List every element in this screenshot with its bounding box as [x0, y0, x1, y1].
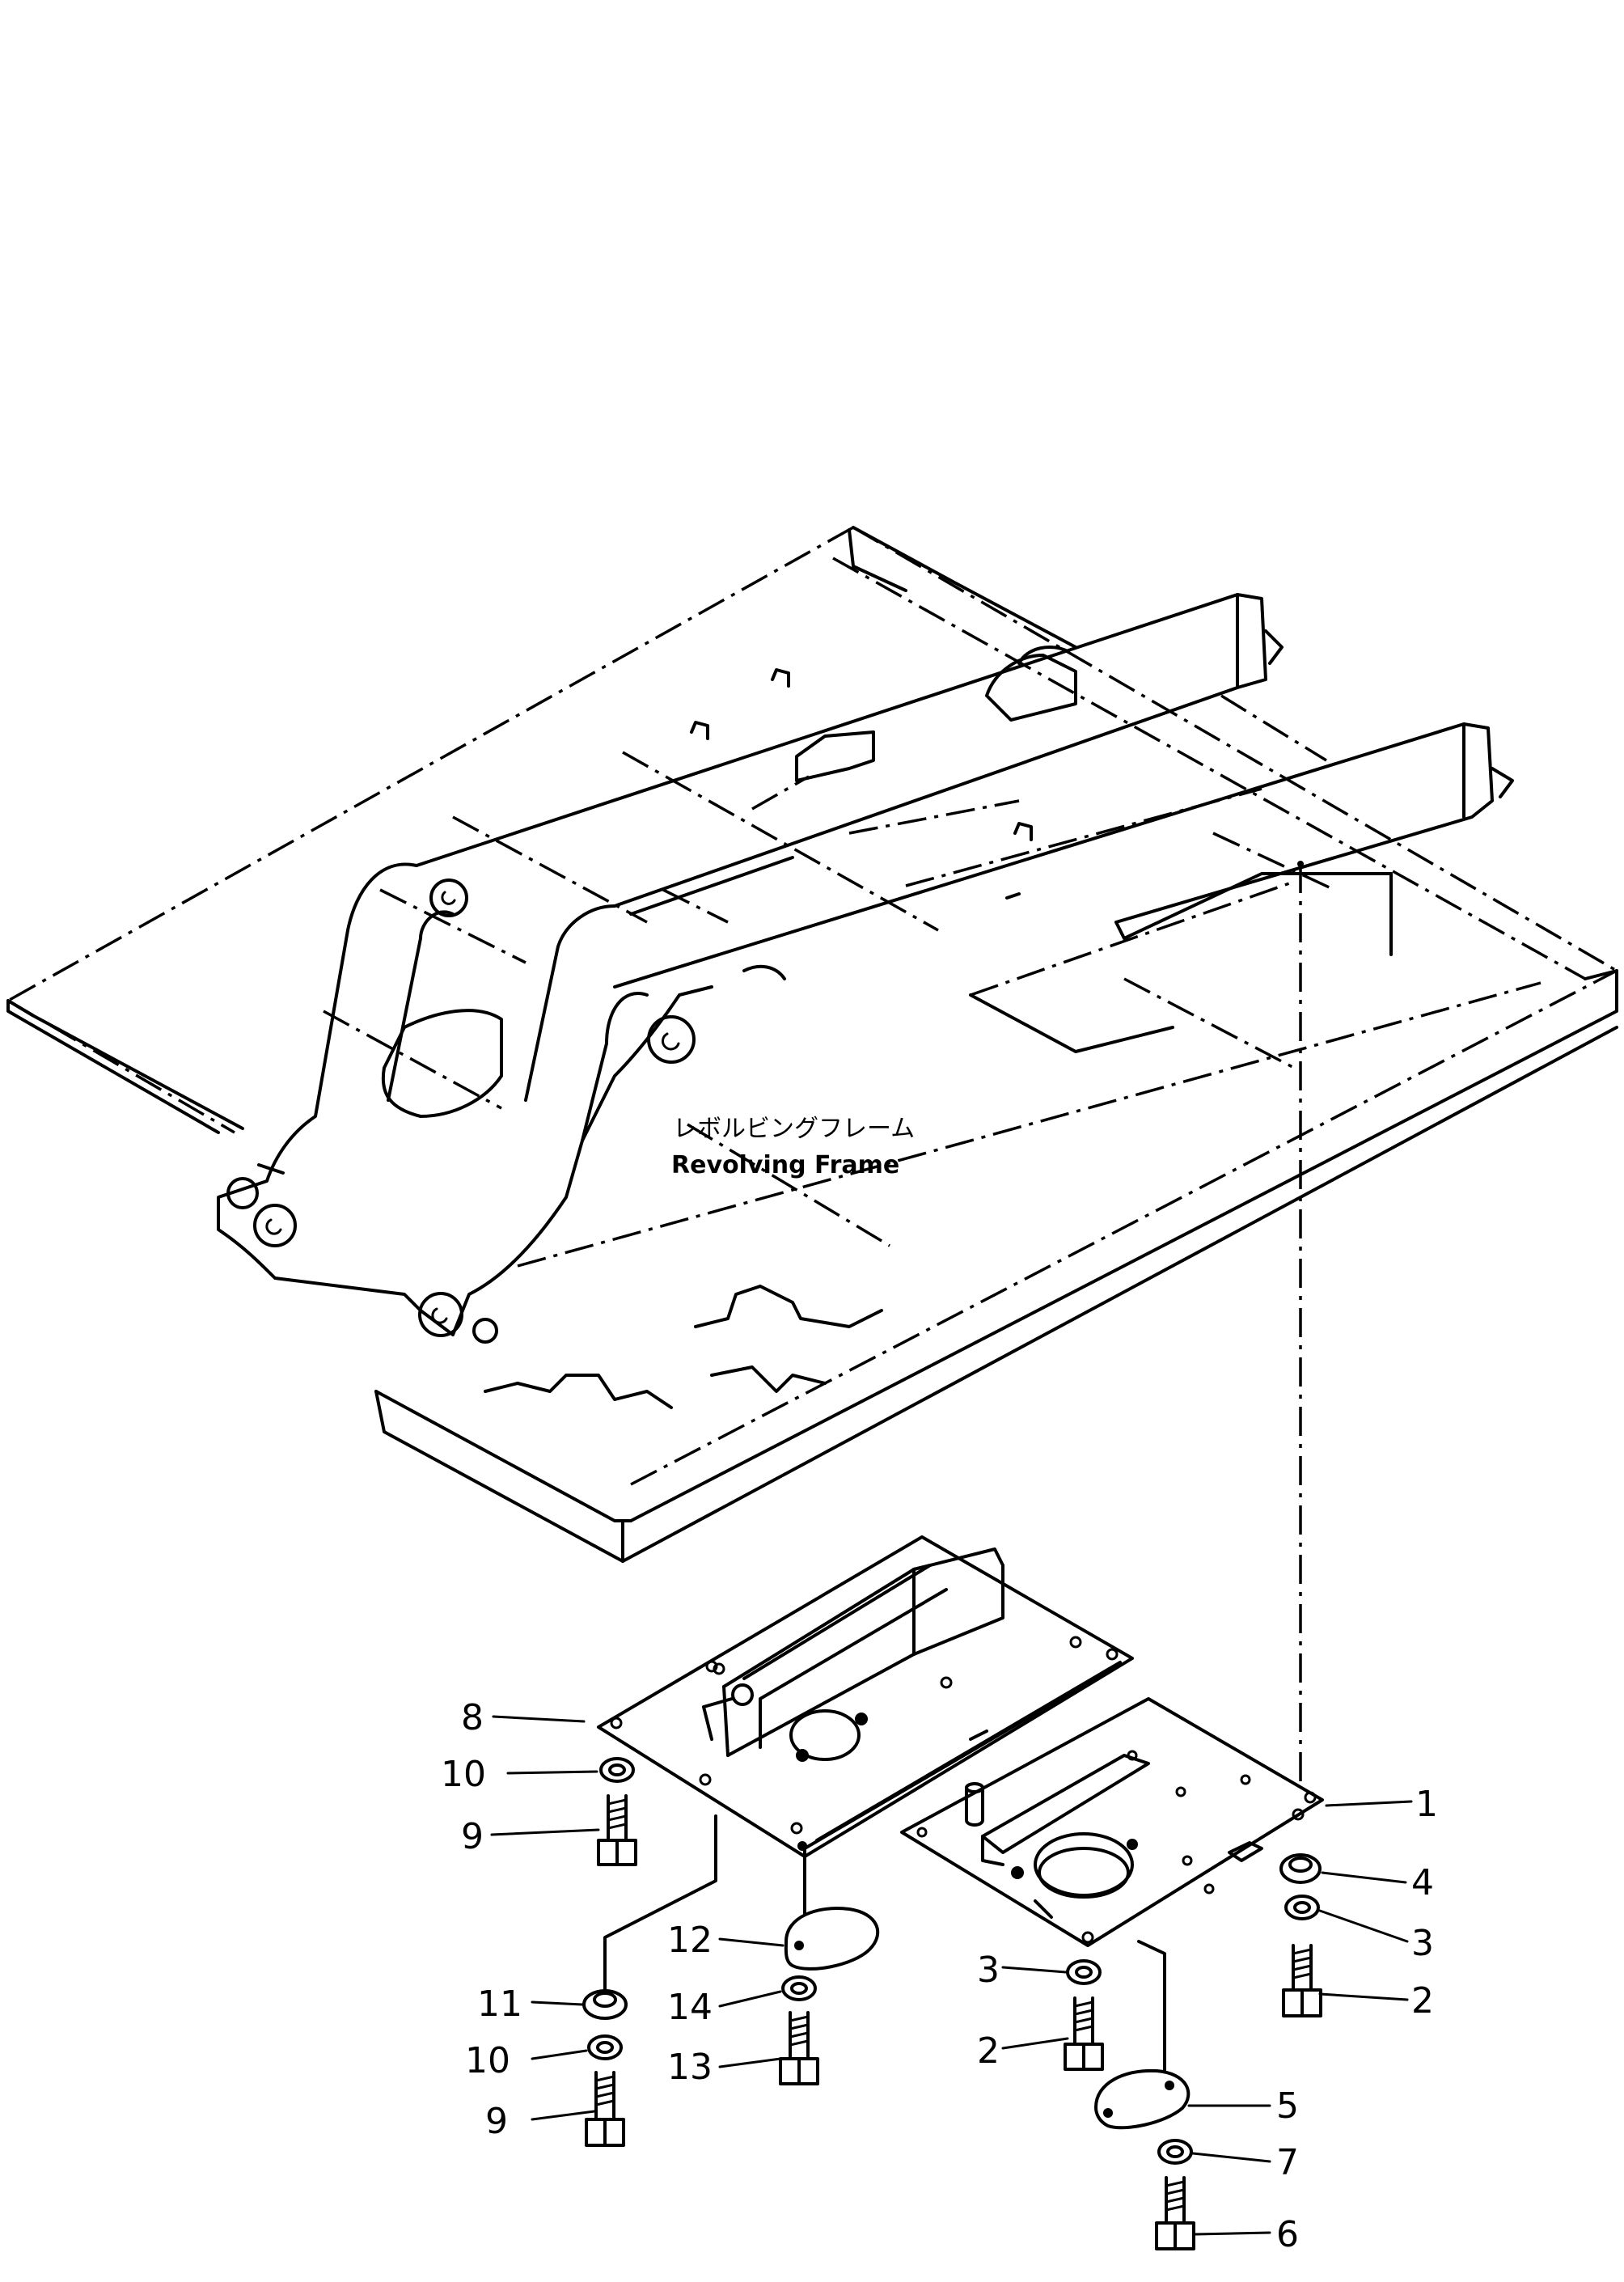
callout-1: 1	[1415, 1784, 1438, 1825]
washer-10-lower	[587, 2034, 623, 2060]
callout-2-middle: 2	[977, 2030, 1000, 2072]
cover-12	[784, 1907, 880, 1971]
washer-3-right	[1284, 1895, 1320, 1920]
bolt-2-middle	[1064, 1996, 1104, 2071]
callout-14: 14	[667, 1987, 713, 2028]
washer-3-middle	[1066, 1959, 1102, 1985]
washer-4	[1279, 1853, 1322, 1884]
washer-7	[1157, 2139, 1193, 2165]
callout-11: 11	[477, 1984, 522, 2025]
bolt-9-upper	[597, 1794, 637, 1866]
washer-14	[781, 1975, 817, 2001]
bolt-13	[779, 2011, 819, 2085]
revolving-frame	[6, 526, 1618, 1563]
plate-8	[597, 1535, 1134, 1858]
callout-3-middle: 3	[977, 1950, 1000, 1991]
nut-11	[582, 1989, 628, 2020]
callout-6: 6	[1276, 2214, 1299, 2255]
callout-7: 7	[1276, 2142, 1299, 2183]
callout-10-upper: 10	[441, 1754, 486, 1795]
callout-9-lower: 9	[485, 2101, 508, 2142]
callout-8: 8	[461, 1697, 484, 1738]
bolt-2-right	[1282, 1944, 1322, 2017]
callout-12: 12	[667, 1920, 713, 1961]
callout-2-right: 2	[1411, 1980, 1434, 2022]
leader-11	[603, 1814, 717, 2006]
leader-5	[1137, 1940, 1166, 2072]
plate-1	[900, 1697, 1324, 1947]
bolt-6	[1155, 2176, 1195, 2250]
cover-5	[1094, 2068, 1191, 2130]
frame-label-en: Revolving Frame	[671, 1151, 899, 1179]
callout-5: 5	[1276, 2085, 1299, 2127]
callout-3-right: 3	[1411, 1923, 1434, 1964]
callout-13: 13	[667, 2047, 713, 2088]
frame-label-jp: レボルビングフレーム	[673, 1115, 915, 1143]
callout-leaders	[490, 1715, 1413, 2236]
callout-10-lower: 10	[465, 2040, 510, 2081]
callout-4: 4	[1411, 1862, 1434, 1903]
callout-9-upper: 9	[461, 1816, 484, 1857]
bolt-9-lower	[585, 2071, 625, 2147]
washer-10-upper	[599, 1757, 635, 1783]
